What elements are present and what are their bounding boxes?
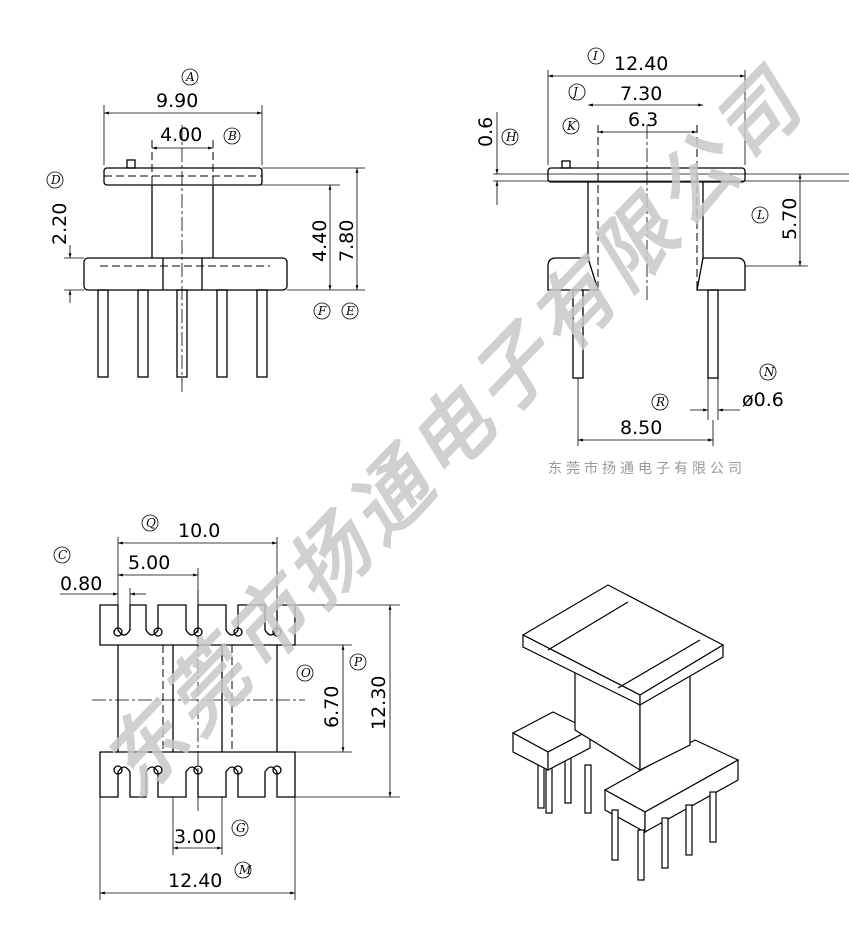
dim-B-value: 4.00 bbox=[160, 124, 202, 146]
dim-pitch-value: 5.00 bbox=[128, 552, 170, 574]
label-E: E bbox=[345, 304, 355, 318]
watermark-small-text: 东莞市扬通电子有限公司 bbox=[548, 461, 746, 477]
dim-M-value: 12.40 bbox=[168, 870, 222, 892]
dim-H-value: 0.6 bbox=[475, 117, 497, 147]
label-J: J bbox=[570, 85, 579, 99]
label-R: R bbox=[655, 395, 665, 409]
label-D: D bbox=[50, 173, 61, 187]
label-I: I bbox=[592, 49, 598, 63]
label-G: G bbox=[236, 821, 246, 835]
front-view: A 9.90 B 4.00 D 2.20 4.40 7.80 F E bbox=[46, 68, 365, 395]
bottom-view: Q 10.0 5.00 C 0.80 6.70 O 12.30 P 3.00 G… bbox=[53, 514, 400, 900]
dim-C-value: 0.80 bbox=[60, 573, 102, 595]
label-L: L bbox=[756, 208, 765, 222]
dim-R-value: 8.50 bbox=[620, 417, 662, 439]
dim-height-inner: 4.40 bbox=[309, 220, 331, 262]
label-B: B bbox=[227, 129, 237, 143]
pin-holes bbox=[113, 627, 282, 775]
dim-N-value: ø0.6 bbox=[742, 389, 784, 411]
dim-I-value: 12.40 bbox=[614, 53, 668, 75]
label-M: M bbox=[238, 863, 252, 877]
label-H: H bbox=[505, 130, 517, 144]
label-O: O bbox=[301, 666, 311, 680]
label-A: A bbox=[185, 70, 195, 84]
label-Q: Q bbox=[146, 516, 156, 530]
label-K: K bbox=[566, 119, 577, 133]
pins bbox=[97, 289, 268, 378]
label-N: N bbox=[763, 365, 775, 379]
label-P: P bbox=[353, 655, 363, 669]
label-C: C bbox=[58, 548, 67, 562]
dim-A-value: 9.90 bbox=[156, 90, 198, 112]
label-F: F bbox=[317, 304, 327, 318]
dim-G-value: 3.00 bbox=[174, 826, 216, 848]
dim-K-value: 6.3 bbox=[628, 109, 658, 131]
dim-D-value: 2.20 bbox=[49, 203, 71, 245]
dim-Q-value: 10.0 bbox=[178, 520, 220, 542]
dim-height-total: 7.80 bbox=[336, 220, 358, 262]
dim-J-value: 7.30 bbox=[620, 83, 662, 105]
side-view: I 12.40 J 7.30 K 6.3 0.6 H 5.70 L N ø0.6… bbox=[475, 47, 849, 446]
dim-P-value: 12.30 bbox=[368, 676, 390, 730]
dim-L-value: 5.70 bbox=[779, 198, 801, 240]
dim-O-value: 6.70 bbox=[321, 686, 343, 728]
isometric-view bbox=[511, 584, 740, 881]
